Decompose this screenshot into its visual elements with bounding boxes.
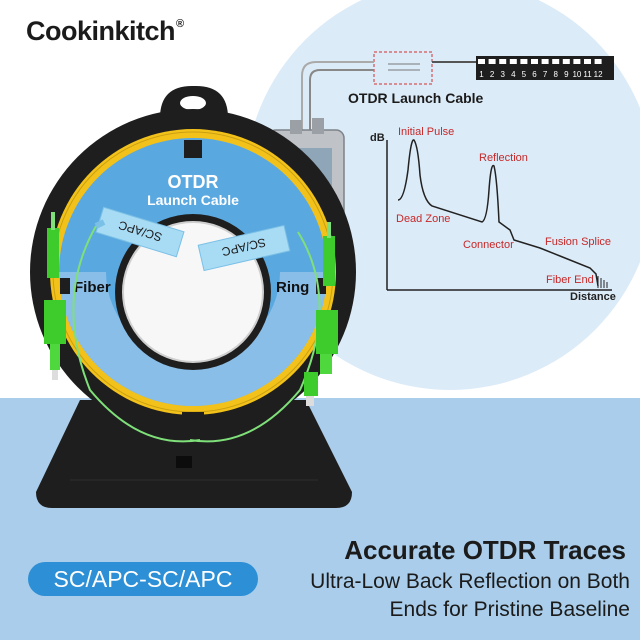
launch-cable-line: [309, 69, 374, 132]
brand-name: Cookinkitch: [26, 16, 176, 46]
patch-port: [520, 59, 528, 64]
connector-right: [304, 222, 338, 406]
port-number: 2: [490, 70, 495, 79]
pigtail-right: [189, 231, 321, 443]
event-fusion-splice: Fusion Splice: [545, 236, 611, 248]
headline: Accurate OTDR Traces: [344, 535, 626, 565]
reel-clip-left: [60, 278, 70, 294]
tag-right: SC/APC: [197, 224, 291, 272]
port-number: 9: [564, 70, 569, 79]
y-axis-label: dB: [370, 132, 385, 144]
connector-left: [44, 212, 66, 380]
patch-port: [531, 59, 538, 64]
fiber-reel: OTDR Launch Cable Fiber Ring SC/APC SC/A…: [30, 86, 356, 508]
event-fiber-end: Fiber End: [546, 274, 594, 286]
event-dead-zone: Dead Zone: [396, 213, 450, 225]
port-number: 7: [543, 70, 548, 79]
port-number: 4: [511, 70, 516, 79]
event-connector: Connector: [463, 239, 514, 251]
patch-port: [509, 59, 517, 64]
reel-title: OTDR: [168, 172, 219, 192]
x-axis-label: Distance: [570, 291, 616, 303]
patch-port: [562, 59, 570, 64]
event-reflection: Reflection: [479, 152, 528, 164]
port-number: 10: [572, 70, 581, 79]
patch-port: [488, 59, 496, 64]
feature-line-2: Ends for Pristine Baseline: [389, 598, 630, 621]
reel-subtitle: Launch Cable: [147, 192, 239, 208]
port-number: 8: [553, 70, 558, 79]
patch-port: [584, 59, 591, 64]
patch-port: [594, 59, 602, 64]
pigtail-left: [72, 225, 201, 443]
trace-line: [397, 139, 599, 287]
port-number: 3: [500, 70, 505, 79]
cable-label: OTDR Launch Cable: [348, 90, 484, 106]
patch-port: [499, 59, 507, 64]
reel-label-fiber: Fiber: [74, 279, 111, 296]
connector-type-badge: SC/APC-SC/APC: [28, 562, 258, 596]
registered-mark: ®: [176, 18, 184, 30]
handle-hole: [180, 96, 206, 110]
reel-clip-bottom: [182, 412, 204, 432]
reel-clip-right: [316, 278, 326, 294]
port-number: 1: [479, 70, 484, 79]
reel-clip-top: [184, 140, 202, 158]
port-number: 5: [522, 70, 527, 79]
patch-port: [552, 59, 560, 64]
otdr-trace-chart: dB Distance Initial Pulse Reflection Dea…: [370, 126, 616, 303]
reel-label-ring: Ring: [276, 279, 309, 296]
feature-line-1: Ultra-Low Back Reflection on Both: [310, 570, 630, 593]
patch-port: [573, 59, 581, 64]
port-number: 11: [583, 70, 592, 79]
event-initial-pulse: Initial Pulse: [398, 126, 454, 138]
reel-stand: [36, 400, 352, 508]
patch-port: [541, 59, 549, 64]
port-number: 12: [594, 70, 603, 79]
port-number: 6: [532, 70, 537, 79]
brand-logo: Cookinkitch®: [26, 16, 184, 47]
patch-port: [478, 59, 485, 64]
